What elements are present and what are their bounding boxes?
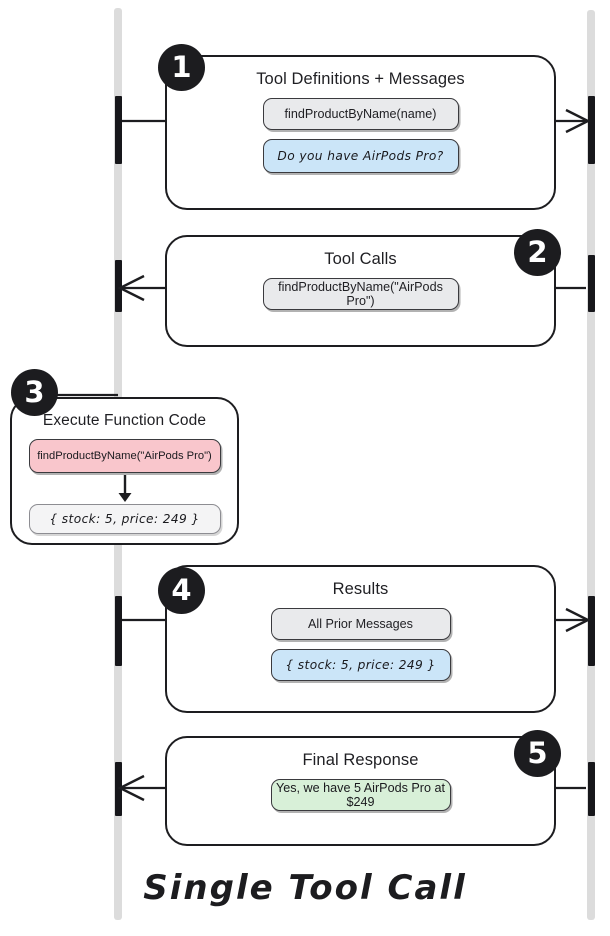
step-badge-2: 2	[514, 229, 561, 276]
step-title-4: Results	[332, 580, 389, 598]
step-badge-4: 4	[158, 567, 205, 614]
chip-label: All Prior Messages	[308, 617, 413, 631]
chip-final-answer[interactable]: Yes, we have 5 AirPods Pro at $249	[270, 779, 451, 811]
right-lifeline	[587, 10, 595, 920]
step-badge-5: 5	[514, 730, 561, 777]
chip-function-execution[interactable]: findProductByName("AirPods Pro")	[28, 439, 221, 473]
step-panel-2[interactable]: Tool Calls findProductByName("AirPods Pr…	[165, 235, 556, 347]
diagram-caption: Single Tool Call	[143, 868, 467, 908]
chip-label: { stock: 5, price: 249 }	[49, 512, 200, 526]
activation-bar-right-2	[588, 255, 595, 312]
step-title-1: Tool Definitions + Messages	[256, 70, 465, 88]
activation-bar-left-5	[115, 762, 122, 816]
chip-tool-call[interactable]: findProductByName("AirPods Pro")	[262, 278, 459, 310]
step-badge-1: 1	[158, 44, 205, 91]
chip-tool-definition[interactable]: findProductByName(name)	[262, 98, 459, 130]
step-title-3: Execute Function Code	[42, 412, 207, 429]
chip-label: Yes, we have 5 AirPods Pro at $249	[276, 781, 445, 809]
activation-bar-left-1	[115, 96, 122, 164]
chip-label: findProductByName("AirPods Pro")	[278, 280, 443, 308]
step-badge-3: 3	[11, 369, 58, 416]
chip-all-prior-messages[interactable]: All Prior Messages	[270, 608, 451, 640]
chip-label: findProductByName("AirPods Pro")	[37, 450, 212, 462]
chip-function-result[interactable]: { stock: 5, price: 249 }	[28, 504, 221, 534]
execution-arrow-icon	[118, 475, 131, 502]
step-panel-5[interactable]: Final Response Yes, we have 5 AirPods Pr…	[165, 736, 556, 846]
chip-label: Do you have AirPods Pro?	[277, 149, 444, 163]
activation-bar-left-2	[115, 260, 122, 312]
step-panel-3[interactable]: Execute Function Code findProductByName(…	[10, 397, 239, 545]
step-title-2: Tool Calls	[324, 250, 397, 268]
step-title-5: Final Response	[302, 751, 419, 769]
step-panel-4[interactable]: Results All Prior Messages { stock: 5, p…	[165, 565, 556, 713]
chip-label: findProductByName(name)	[284, 107, 437, 121]
activation-bar-left-4	[115, 596, 122, 666]
chip-label: { stock: 5, price: 249 }	[285, 658, 436, 672]
activation-bar-right-1	[588, 96, 595, 164]
step-panel-1[interactable]: Tool Definitions + Messages findProductB…	[165, 55, 556, 210]
chip-tool-result[interactable]: { stock: 5, price: 249 }	[270, 649, 451, 681]
activation-bar-right-4	[588, 596, 595, 666]
activation-bar-right-5	[588, 762, 595, 816]
chip-user-message[interactable]: Do you have AirPods Pro?	[262, 139, 459, 173]
